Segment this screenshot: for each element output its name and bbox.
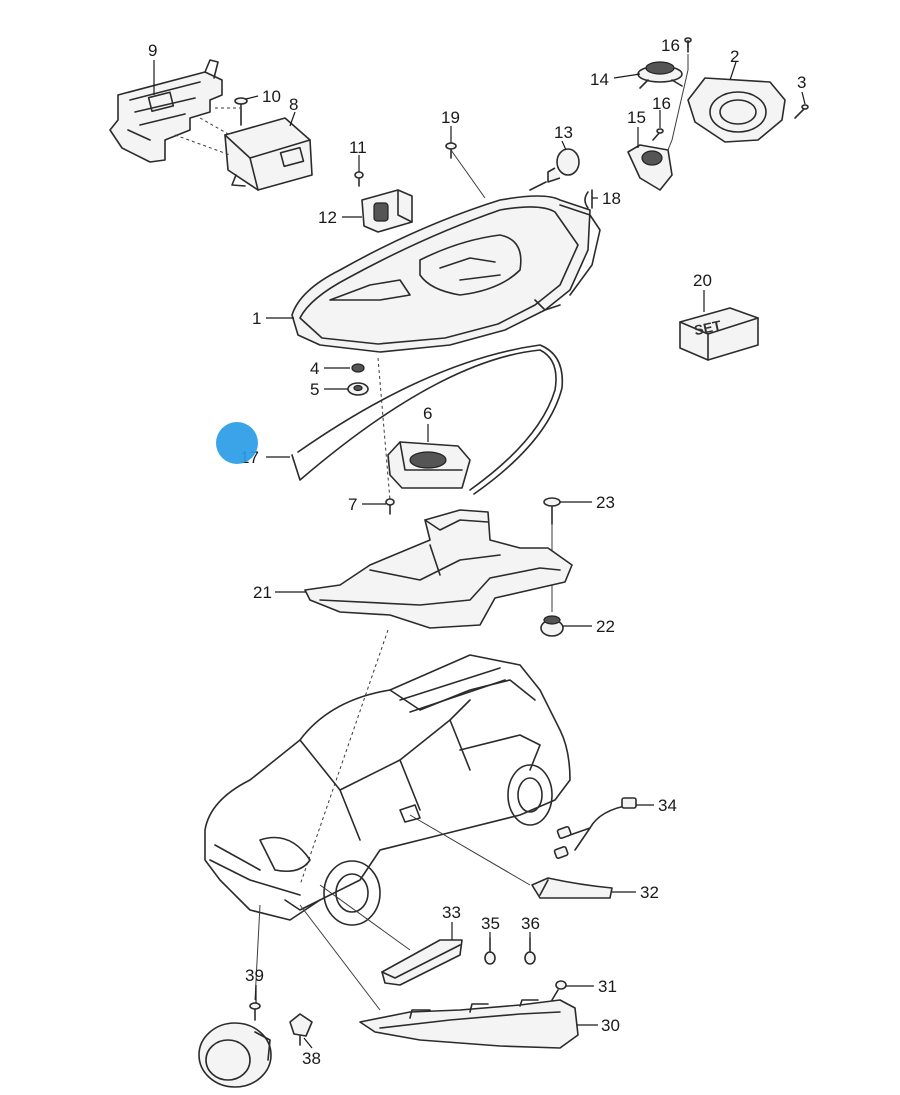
callout-12: 11 xyxy=(349,138,367,157)
callout-32: 32 xyxy=(640,883,659,902)
callout-22: 22 xyxy=(596,617,615,636)
callout-1: 1 xyxy=(252,309,261,328)
part-11-module[interactable] xyxy=(361,189,413,233)
callout-13: 13 xyxy=(554,123,573,142)
part-13-bulb-holder[interactable] xyxy=(529,148,580,191)
part-15-ring[interactable] xyxy=(627,144,673,191)
callout-19: 19 xyxy=(441,108,460,127)
part-1-headlamp[interactable] xyxy=(291,195,601,353)
part-32-trim[interactable] xyxy=(531,877,613,899)
part-31-screw[interactable] xyxy=(551,980,567,1001)
callout-14: 14 xyxy=(590,70,609,89)
part-8-control-unit[interactable] xyxy=(224,117,313,191)
callout-16-top: 16 xyxy=(661,36,680,55)
callout-33: 33 xyxy=(442,903,461,922)
callout-36: 36 xyxy=(521,914,540,933)
part-22-nut[interactable] xyxy=(540,615,564,637)
callout-7: 7 xyxy=(348,495,357,514)
vehicle-outline xyxy=(204,654,571,926)
callout-34: 34 xyxy=(658,796,677,815)
part-39-screw[interactable] xyxy=(249,1002,261,1021)
part-6-ballast[interactable] xyxy=(387,441,471,489)
leader-lines xyxy=(153,40,806,1049)
part-12-screw[interactable] xyxy=(354,171,364,187)
pointer-dot-icon xyxy=(216,422,258,464)
part-34-cable[interactable] xyxy=(553,797,637,859)
part-23-screw[interactable] xyxy=(543,497,561,525)
callout-8: 8 xyxy=(289,95,298,114)
callout-20: 20 xyxy=(693,271,712,290)
part-17-seal-strip[interactable] xyxy=(291,344,564,495)
part-20-set-box[interactable]: SET xyxy=(679,307,759,361)
part-18-clip[interactable] xyxy=(584,189,593,209)
callout-23: 23 xyxy=(596,493,615,512)
callout-31: 31 xyxy=(598,977,617,996)
part-35-bulb[interactable] xyxy=(484,937,496,965)
callout-38: 38 xyxy=(302,1049,321,1068)
fog-lamp[interactable] xyxy=(198,1022,272,1088)
callout-10: 10 xyxy=(262,87,281,106)
callout-18: 18 xyxy=(602,189,621,208)
callout-3: 3 xyxy=(797,73,806,92)
callout-39: 39 xyxy=(245,966,264,985)
part-3-screw[interactable] xyxy=(794,104,809,119)
part-9-bracket[interactable] xyxy=(109,59,223,163)
part-30-lamp[interactable] xyxy=(359,999,579,1049)
callout-5: 5 xyxy=(310,380,319,399)
part-7-screw[interactable] xyxy=(385,498,395,515)
part-21-carrier-frame[interactable] xyxy=(304,509,573,629)
part-2-cover[interactable] xyxy=(687,77,786,143)
callout-2: 2 xyxy=(730,47,739,66)
part-36-bulb[interactable] xyxy=(524,937,536,965)
part-38-bulb[interactable] xyxy=(289,1013,313,1046)
part-33-marker[interactable] xyxy=(381,939,463,986)
callout-16-side: 16 xyxy=(652,94,671,113)
callout-35: 35 xyxy=(481,914,500,933)
callout-11: 12 xyxy=(318,208,337,227)
part-14-bulb[interactable] xyxy=(637,61,683,89)
callout-21: 21 xyxy=(253,583,272,602)
set-box-label: SET xyxy=(693,317,723,338)
callout-30: 30 xyxy=(601,1016,620,1035)
part-10-screw[interactable] xyxy=(234,97,248,126)
part-16-side-screw[interactable] xyxy=(652,128,664,141)
callout-6: 6 xyxy=(423,404,432,423)
callout-9: 9 xyxy=(148,41,157,60)
callout-4: 4 xyxy=(310,359,319,378)
part-5-washer[interactable] xyxy=(347,382,369,396)
callout-15: 15 xyxy=(627,108,646,127)
part-4-grommet[interactable] xyxy=(351,363,365,373)
